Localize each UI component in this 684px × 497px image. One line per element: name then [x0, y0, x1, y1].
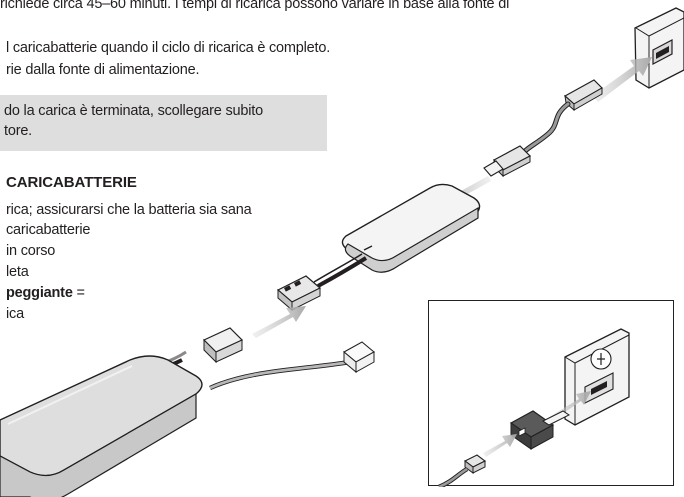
- instruction-line-2: rie dalla fonte di alimentazione.: [6, 62, 200, 78]
- insert-arrow-icon: [592, 57, 652, 102]
- connect-arrow-icon: [483, 434, 517, 457]
- inset-detail: [428, 300, 674, 487]
- charger-connector-icon: [276, 275, 322, 312]
- usb-plug-icon: [509, 410, 570, 450]
- charger-unit: [341, 183, 481, 273]
- list-item: rica; assicurarsi che la batteria sia sa…: [6, 202, 252, 218]
- usb-plug-upper-icon: [563, 79, 603, 112]
- inset-illustration: [438, 328, 630, 487]
- list-item-rest: =: [72, 285, 85, 301]
- list-item: leta: [6, 264, 29, 280]
- cable: [438, 467, 468, 487]
- warning-note: do la carica è terminata, scollegare sub…: [0, 95, 327, 151]
- lipo-battery: [0, 355, 203, 497]
- plug-arrow-icon: [252, 306, 306, 338]
- cable-plug-icon: [463, 454, 487, 474]
- usb-cable: [522, 102, 570, 154]
- section-heading: CARICABATTERIE: [6, 174, 137, 191]
- wall-usb-socket-icon: [564, 328, 630, 426]
- list-item-bold: peggiante: [6, 285, 73, 301]
- note-line-2: tore.: [4, 123, 33, 139]
- instruction-line-1: l caricabatterie quando il ciclo di rica…: [6, 40, 331, 56]
- list-item: in corso: [6, 243, 56, 259]
- list-item: peggiante =: [6, 283, 85, 303]
- list-item: ica: [6, 306, 24, 322]
- battery-connector-icon: [202, 327, 244, 364]
- note-line-1: do la carica è terminata, scollegare sub…: [4, 103, 263, 119]
- intro-line: richiede circa 45–60 minuti. I tempi di …: [0, 0, 510, 12]
- usb-plug-lower-icon: [483, 145, 532, 178]
- white-connector-icon: [343, 341, 375, 374]
- list-item: caricabatterie: [6, 222, 91, 238]
- wall-usb-outlet-icon: [634, 7, 684, 89]
